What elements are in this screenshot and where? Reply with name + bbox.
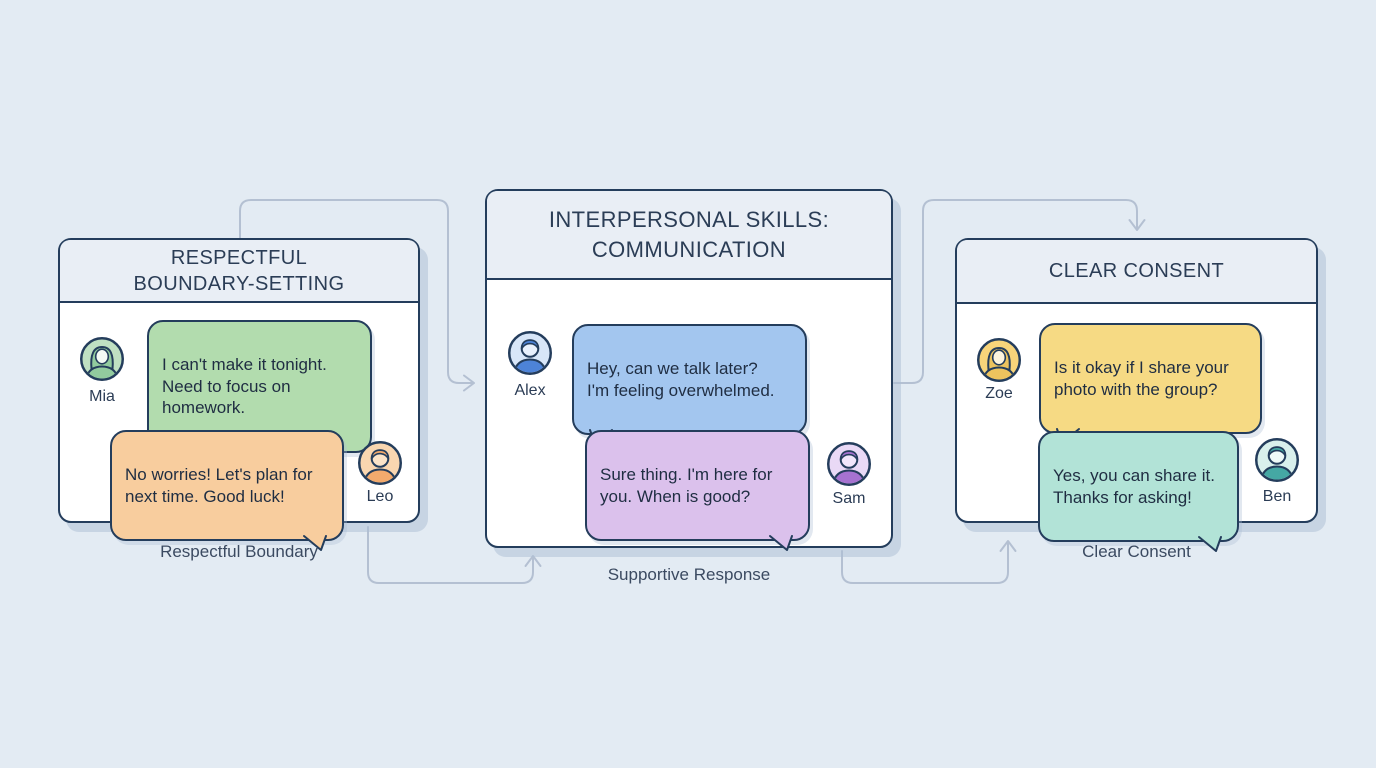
bubble-tail-icon [303, 535, 327, 551]
panel-title: CLEAR CONSENT [957, 240, 1316, 304]
connector-arrow-left-to-mid-bottom [367, 526, 534, 584]
panel-respectful-boundary-setting: RESPECTFUL BOUNDARY-SETTING Mia I can't … [58, 238, 420, 551]
chat-bubble-zoe: Is it okay if I share your photo with th… [1039, 323, 1262, 444]
connector-arrow-mid-to-right-bottom [841, 541, 1009, 584]
panel-title: INTERPERSONAL SKILLS: COMMUNICATION [487, 191, 891, 280]
chat-bubble-text: Sure thing. I'm here for you. When is go… [600, 464, 773, 506]
avatar-zoe-icon [977, 338, 1021, 382]
speaker-name: Sam [832, 490, 866, 507]
chat-bubble-alex: Hey, can we talk later? I'm feeling over… [572, 324, 807, 445]
connector-arrowhead-up-mid-icon [524, 555, 542, 567]
avatar-ben-icon [1255, 438, 1299, 482]
caption-supportive-response: Supportive Response [607, 565, 771, 584]
speaker-name: Zoe [985, 385, 1013, 402]
speaker-name: Alex [514, 382, 546, 399]
avatar-sam-icon [827, 442, 871, 486]
chat-bubble-text: Yes, you can share it. Thanks for asking… [1053, 465, 1215, 507]
avatar-alex-icon [508, 331, 552, 375]
speaker-name: Ben [1262, 488, 1292, 505]
bubble-tail-icon [1198, 536, 1222, 552]
connector-arrowhead-down-icon [1128, 219, 1146, 231]
chat-bubble-text: I can't make it tonight. Need to focus o… [162, 354, 327, 418]
chat-bubble-leo: No worries! Let's plan for next time. Go… [110, 430, 344, 551]
chat-bubble-text: Hey, can we talk later? I'm feeling over… [587, 358, 775, 400]
panel-clear-consent: CLEAR CONSENT Zoe Is it okay if I share … [955, 238, 1318, 552]
bubble-tail-icon [769, 535, 793, 551]
connector-arrowhead-up-right-icon [999, 540, 1017, 552]
connector-arrowhead-right-icon [463, 374, 475, 392]
chat-bubble-text: Is it okay if I share your photo with th… [1054, 357, 1229, 399]
panel-interpersonal-skills-communication: INTERPERSONAL SKILLS: COMMUNICATION Alex… [485, 189, 893, 551]
caption-clear-consent: Clear Consent [1082, 542, 1191, 561]
connector-arrow-mid-to-right-top [893, 199, 1138, 384]
caption-respectful-boundary: Respectful Boundary [160, 542, 318, 561]
panel-title: RESPECTFUL BOUNDARY-SETTING [60, 240, 418, 303]
avatar-mia-icon [80, 337, 124, 381]
connector-arrow-left-to-mid-top [239, 199, 474, 384]
chat-bubble-ben: Yes, you can share it. Thanks for asking… [1038, 431, 1239, 552]
avatar-leo-icon [358, 441, 402, 485]
speaker-name: Leo [366, 488, 394, 505]
chat-bubble-sam: Sure thing. I'm here for you. When is go… [585, 430, 810, 551]
speaker-name: Mia [89, 388, 115, 405]
chat-bubble-text: No worries! Let's plan for next time. Go… [125, 464, 313, 506]
